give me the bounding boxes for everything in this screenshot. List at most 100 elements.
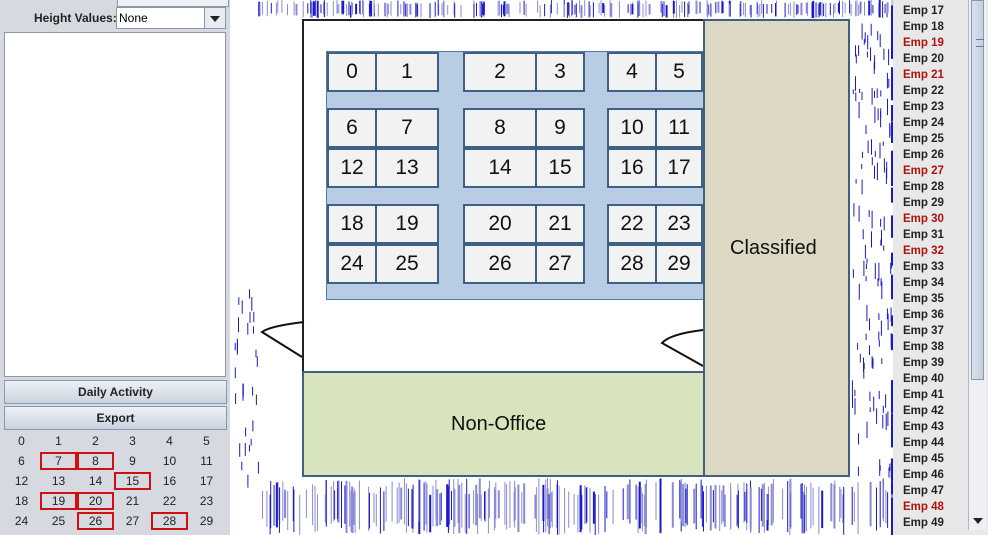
office-desk-29[interactable]: 29 — [655, 244, 703, 284]
employee-detail-list[interactable] — [4, 32, 226, 377]
day-cell-11[interactable]: 11 — [200, 454, 213, 468]
employee-item[interactable]: Emp 18 — [903, 21, 944, 33]
day-cell-26[interactable]: 26 — [77, 512, 114, 530]
employee-item[interactable]: Emp 25 — [903, 133, 944, 145]
day-cell-16[interactable]: 16 — [162, 474, 177, 488]
office-desk-21[interactable]: 21 — [535, 204, 585, 244]
day-cell-18[interactable]: 18 — [14, 494, 29, 508]
employee-item[interactable]: Emp 45 — [903, 453, 944, 465]
office-desk-13[interactable]: 13 — [375, 148, 439, 188]
day-cell-22[interactable]: 22 — [162, 494, 177, 508]
day-cell-17[interactable]: 17 — [199, 474, 214, 488]
day-cell-14[interactable]: 14 — [88, 474, 103, 488]
height-values-select[interactable]: None — [116, 7, 226, 29]
day-cell-0[interactable]: 0 — [18, 434, 25, 448]
day-cell-9[interactable]: 9 — [129, 454, 136, 468]
employee-item[interactable]: Emp 20 — [903, 53, 944, 65]
day-cell-15[interactable]: 15 — [114, 472, 151, 490]
office-desk-24[interactable]: 24 — [327, 244, 377, 284]
employee-item[interactable]: Emp 30 — [903, 213, 944, 225]
day-cell-27[interactable]: 27 — [125, 514, 140, 528]
office-desk-3[interactable]: 3 — [535, 52, 585, 92]
non-office-zone[interactable]: Non-Office — [302, 371, 706, 477]
daily-activity-button[interactable]: Daily Activity — [4, 380, 227, 404]
classified-zone[interactable]: Classified — [703, 19, 850, 477]
employee-item[interactable]: Emp 36 — [903, 309, 944, 321]
day-cell-3[interactable]: 3 — [129, 434, 136, 448]
office-desk-15[interactable]: 15 — [535, 148, 585, 188]
office-desk-14[interactable]: 14 — [463, 148, 537, 188]
office-desk-27[interactable]: 27 — [535, 244, 585, 284]
day-cell-5[interactable]: 5 — [203, 434, 210, 448]
office-desk-7[interactable]: 7 — [375, 108, 439, 148]
office-desk-2[interactable]: 2 — [463, 52, 537, 92]
employee-item[interactable]: Emp 17 — [903, 5, 944, 17]
day-cell-19[interactable]: 19 — [40, 492, 77, 510]
employee-item[interactable]: Emp 28 — [903, 181, 944, 193]
office-desk-23[interactable]: 23 — [655, 204, 703, 244]
day-cell-13[interactable]: 13 — [51, 474, 66, 488]
employee-item[interactable]: Emp 27 — [903, 165, 944, 177]
employee-item[interactable]: Emp 39 — [903, 357, 944, 369]
office-desk-4[interactable]: 4 — [607, 52, 657, 92]
day-cell-20[interactable]: 20 — [77, 492, 114, 510]
office-desk-9[interactable]: 9 — [535, 108, 585, 148]
employee-item[interactable]: Emp 22 — [903, 85, 944, 97]
scroll-down-icon[interactable] — [973, 518, 983, 524]
employee-item[interactable]: Emp 31 — [903, 229, 944, 241]
employee-item[interactable]: Emp 35 — [903, 293, 944, 305]
scrollbar-thumb[interactable] — [971, 0, 984, 380]
office-desk-1[interactable]: 1 — [375, 52, 439, 92]
day-cell-10[interactable]: 10 — [162, 454, 177, 468]
employee-item[interactable]: Emp 42 — [903, 405, 944, 417]
day-cell-2[interactable]: 2 — [92, 434, 99, 448]
day-cell-25[interactable]: 25 — [51, 514, 66, 528]
employee-item[interactable]: Emp 46 — [903, 469, 944, 481]
employee-item[interactable]: Emp 38 — [903, 341, 944, 353]
office-desk-16[interactable]: 16 — [607, 148, 657, 188]
employee-item[interactable]: Emp 43 — [903, 421, 944, 433]
employee-item[interactable]: Emp 21 — [903, 69, 944, 81]
export-button[interactable]: Export — [4, 406, 227, 430]
day-cell-8[interactable]: 8 — [77, 452, 114, 470]
office-desk-10[interactable]: 10 — [607, 108, 657, 148]
day-cell-1[interactable]: 1 — [55, 434, 62, 448]
office-desk-22[interactable]: 22 — [607, 204, 657, 244]
chevron-down-icon[interactable] — [204, 8, 225, 28]
office-desk-25[interactable]: 25 — [375, 244, 439, 284]
office-desk-19[interactable]: 19 — [375, 204, 439, 244]
day-cell-4[interactable]: 4 — [166, 434, 173, 448]
office-desk-5[interactable]: 5 — [655, 52, 703, 92]
employee-list-scrollbar[interactable] — [968, 0, 987, 530]
office-desk-20[interactable]: 20 — [463, 204, 537, 244]
employee-item[interactable]: Emp 44 — [903, 437, 944, 449]
employee-item[interactable]: Emp 37 — [903, 325, 944, 337]
office-desk-28[interactable]: 28 — [607, 244, 657, 284]
employee-item[interactable]: Emp 29 — [903, 197, 944, 209]
day-cell-28[interactable]: 28 — [151, 512, 188, 530]
office-desk-6[interactable]: 6 — [327, 108, 377, 148]
employee-item[interactable]: Emp 41 — [903, 389, 944, 401]
day-cell-6[interactable]: 6 — [18, 454, 25, 468]
office-desk-11[interactable]: 11 — [655, 108, 703, 148]
employee-item[interactable]: Emp 23 — [903, 101, 944, 113]
employee-item[interactable]: Emp 40 — [903, 373, 944, 385]
employee-item[interactable]: Emp 32 — [903, 245, 944, 257]
day-cell-12[interactable]: 12 — [14, 474, 29, 488]
day-cell-24[interactable]: 24 — [14, 514, 29, 528]
day-cell-21[interactable]: 21 — [125, 494, 140, 508]
office-desk-12[interactable]: 12 — [327, 148, 377, 188]
employee-item[interactable]: Emp 47 — [903, 485, 944, 497]
employee-item[interactable]: Emp 48 — [903, 501, 944, 513]
employee-item[interactable]: Emp 24 — [903, 117, 944, 129]
office-desk-8[interactable]: 8 — [463, 108, 537, 148]
employee-item[interactable]: Emp 26 — [903, 149, 944, 161]
employee-item[interactable]: Emp 33 — [903, 261, 944, 273]
day-cell-29[interactable]: 29 — [199, 514, 214, 528]
office-desk-17[interactable]: 17 — [655, 148, 703, 188]
office-desk-0[interactable]: 0 — [327, 52, 377, 92]
employee-item[interactable]: Emp 34 — [903, 277, 944, 289]
employee-item[interactable]: Emp 49 — [903, 517, 944, 529]
office-desk-18[interactable]: 18 — [327, 204, 377, 244]
employee-item[interactable]: Emp 19 — [903, 37, 944, 49]
